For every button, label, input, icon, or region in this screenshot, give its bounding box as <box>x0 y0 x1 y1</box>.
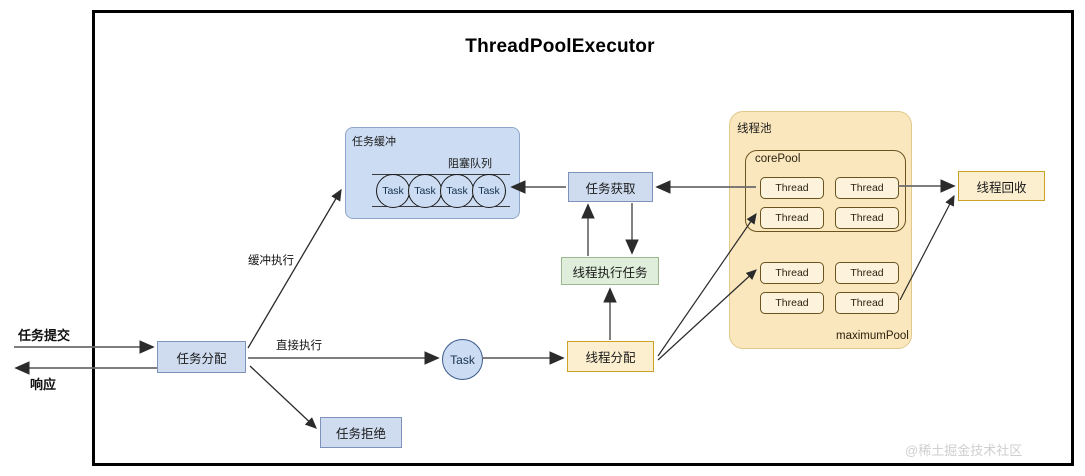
node-thread-recycle-label: 线程回收 <box>976 180 1027 195</box>
max-thread: Thread <box>760 262 824 284</box>
queue-task: Task <box>408 174 442 208</box>
node-thread-dispatch[interactable]: 线程分配 <box>567 341 654 372</box>
max-thread: Thread <box>835 292 899 314</box>
queue-line-bottom <box>372 206 510 207</box>
thread-pool-title: 线程池 <box>737 123 772 135</box>
queue-line-top <box>372 174 510 175</box>
blocking-queue-title: 阻塞队列 <box>448 158 492 170</box>
core-thread: Thread <box>835 177 899 199</box>
node-thread-recycle[interactable]: 线程回收 <box>958 171 1045 201</box>
queue-task: Task <box>440 174 474 208</box>
watermark: @稀土掘金技术社区 <box>905 443 1023 458</box>
task-buffer-title: 任务缓冲 <box>352 136 396 148</box>
core-pool-container <box>745 150 906 232</box>
core-thread: Thread <box>760 177 824 199</box>
max-thread: Thread <box>760 292 824 314</box>
node-task-dispatch[interactable]: 任务分配 <box>157 341 246 373</box>
maximum-pool-label: maximumPool <box>836 330 909 342</box>
node-task-fetch[interactable]: 任务获取 <box>568 172 653 202</box>
core-thread: Thread <box>760 207 824 229</box>
node-thread-run-task[interactable]: 线程执行任务 <box>561 257 659 285</box>
label-response: 响应 <box>30 377 57 392</box>
label-buffered-exec: 缓冲执行 <box>248 255 294 267</box>
diagram-frame <box>92 10 1074 466</box>
label-direct-exec: 直接执行 <box>276 340 322 352</box>
node-task-reject-label: 任务拒绝 <box>335 427 386 441</box>
node-task-reject[interactable]: 任务拒绝 <box>320 417 402 448</box>
task-node: Task <box>442 339 483 380</box>
label-task-submit: 任务提交 <box>18 328 71 343</box>
max-thread: Thread <box>835 262 899 284</box>
node-task-dispatch-label: 任务分配 <box>176 351 227 366</box>
node-task-fetch-label: 任务获取 <box>585 181 636 196</box>
task-node-label: Task <box>450 352 475 367</box>
core-pool-label: corePool <box>755 153 801 165</box>
node-thread-run-task-label: 线程执行任务 <box>572 265 648 280</box>
core-thread: Thread <box>835 207 899 229</box>
queue-task: Task <box>376 174 410 208</box>
queue-task: Task <box>472 174 506 208</box>
page-title: ThreadPoolExecutor <box>465 36 655 57</box>
node-thread-dispatch-label: 线程分配 <box>585 351 636 365</box>
